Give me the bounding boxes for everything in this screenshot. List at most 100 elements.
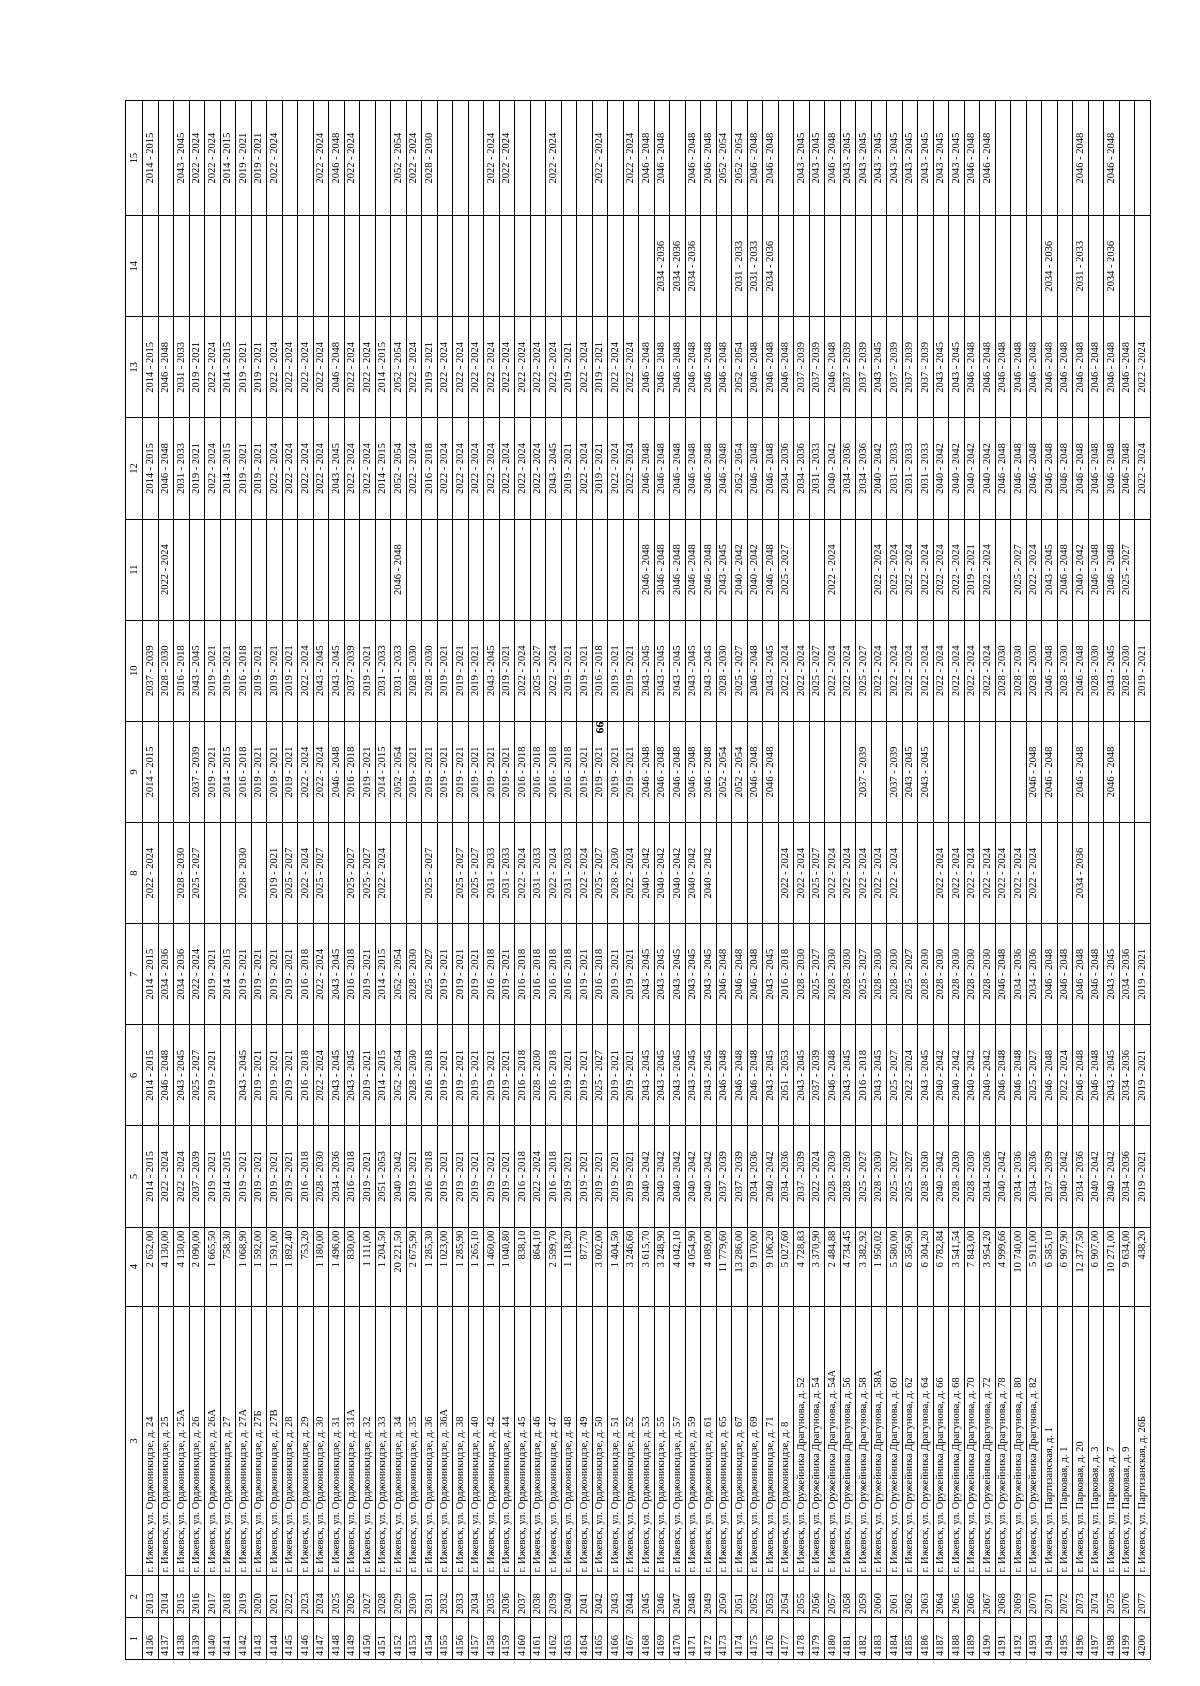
table-cell: 4171 xyxy=(685,1617,701,1660)
table-cell: 2031 - 2033 xyxy=(375,620,391,722)
table-cell xyxy=(1010,721,1026,823)
table-cell: 2019 - 2021 xyxy=(251,1125,267,1228)
table-cell: 2037 - 2039 xyxy=(886,721,902,823)
table-cell: 2014 - 2015 xyxy=(375,1024,391,1126)
table-cell: г. Ижевск, ул. Орджоникидзе, д. 53 xyxy=(638,1306,654,1576)
table-cell: 2041 xyxy=(576,1575,592,1618)
table-cell: 2052 - 2054 xyxy=(731,100,747,216)
table-cell: г. Ижевск, ул. Партизанская, д. 26Б xyxy=(1134,1306,1150,1576)
table-cell: г. Ижевск, ул. Оружейника Драгунова, д. … xyxy=(979,1306,995,1576)
table-cell: 2022 - 2024 xyxy=(545,100,561,216)
table-cell xyxy=(251,519,267,621)
table-cell: 4192 xyxy=(1010,1617,1026,1660)
table-cell: 2043 - 2045 xyxy=(933,100,949,216)
table-cell xyxy=(592,519,608,621)
table-cell: 2014 - 2015 xyxy=(220,417,236,520)
table-cell: 2046 - 2048 xyxy=(716,316,732,418)
table-cell xyxy=(173,519,189,621)
table-cell: 2046 - 2048 xyxy=(995,1024,1011,1126)
table-cell xyxy=(452,215,468,317)
table-cell: г. Ижевск, ул. Орджоникидзе, д. 52 xyxy=(623,1306,639,1576)
table-cell: 2043 - 2045 xyxy=(871,100,887,216)
table-cell: 4184 xyxy=(886,1617,902,1660)
table-cell xyxy=(328,215,344,317)
table-cell: 2046 - 2048 xyxy=(700,316,716,418)
table-cell: 2019 - 2021 xyxy=(452,1024,468,1126)
table-cell: 4 728,83 xyxy=(793,1227,809,1307)
table-cell xyxy=(669,100,685,216)
table-cell: 2060 xyxy=(871,1575,887,1618)
table-cell: 2022 - 2024 xyxy=(158,519,174,621)
table-cell: 2046 - 2048 xyxy=(824,100,840,216)
table-cell: 2043 - 2045 xyxy=(669,1024,685,1126)
table-cell: 2019 - 2021 xyxy=(359,620,375,722)
table-cell: 2028 - 2030 xyxy=(871,923,887,1025)
table-cell: г. Ижевск, ул. Орджоникидзе, д. 71 xyxy=(762,1306,778,1576)
table-cell xyxy=(1134,100,1150,216)
table-cell xyxy=(1134,519,1150,621)
table-cell: 2019 - 2021 xyxy=(452,721,468,823)
table-cell: 2019 - 2021 xyxy=(282,721,298,823)
table-cell: 2019 - 2021 xyxy=(468,923,484,1025)
table-cell: г. Ижевск, ул. Оружейника Драгунова, д. … xyxy=(917,1306,933,1576)
table-cell: 4165 xyxy=(592,1617,608,1660)
table-cell: 2022 - 2024 xyxy=(871,822,887,924)
table-cell: 2019 - 2021 xyxy=(251,721,267,823)
table-cell: 2046 - 2048 xyxy=(638,417,654,520)
table-cell: 2037 - 2039 xyxy=(840,316,856,418)
table-cell: 2022 - 2024 xyxy=(592,100,608,216)
table-cell xyxy=(871,215,887,317)
table-cell: 2052 - 2054 xyxy=(716,100,732,216)
table-cell: 2016 - 2018 xyxy=(235,620,251,722)
table-cell: 4190 xyxy=(979,1617,995,1660)
table-cell: 2046 - 2048 xyxy=(1088,923,1104,1025)
table-cell: 2034 - 2036 xyxy=(669,215,685,317)
table-cell xyxy=(778,100,794,216)
table-cell xyxy=(1026,215,1042,317)
table-cell: 2040 - 2042 xyxy=(979,1024,995,1126)
table-cell xyxy=(778,215,794,317)
table-cell: 2019 - 2021 xyxy=(235,923,251,1025)
table-cell: 2022 - 2024 xyxy=(359,316,375,418)
table-cell: 2022 - 2024 xyxy=(297,417,313,520)
table-cell: 2046 - 2048 xyxy=(1010,316,1026,418)
table-cell: 2016 - 2018 xyxy=(173,620,189,722)
table-cell xyxy=(235,215,251,317)
table-cell: 4150 xyxy=(359,1617,375,1660)
table-cell: 2019 - 2021 xyxy=(561,1024,577,1126)
table-cell: 2019 - 2021 xyxy=(266,1125,282,1228)
table-cell: 2031 - 2033 xyxy=(809,417,825,520)
table-cell: 2040 - 2042 xyxy=(824,417,840,520)
table-cell: 2 652,00 xyxy=(142,1227,158,1307)
table-cell: 2022 - 2024 xyxy=(189,923,205,1025)
table-cell: 2046 - 2048 xyxy=(1057,316,1073,418)
table-cell: 2059 xyxy=(855,1575,871,1618)
table-cell: 2022 - 2024 xyxy=(297,822,313,924)
table-cell: 2030 xyxy=(406,1575,422,1618)
table-cell xyxy=(762,822,778,924)
table-cell xyxy=(995,215,1011,317)
table-cell: 2019 - 2021 xyxy=(468,1024,484,1126)
table-cell: 2022 - 2024 xyxy=(437,316,453,418)
table-cell: 2046 - 2048 xyxy=(1088,1024,1104,1126)
table-cell: 2044 xyxy=(623,1575,639,1618)
table-cell: г. Ижевск, ул. Орджоникидзе, д. 8 xyxy=(778,1306,794,1576)
table-cell: 2014 - 2015 xyxy=(220,316,236,418)
table-cell: 2037 - 2039 xyxy=(142,620,158,722)
table-cell xyxy=(1119,822,1135,924)
table-cell xyxy=(483,519,499,621)
table-cell: 2061 xyxy=(886,1575,902,1618)
table-cell: 2046 - 2048 xyxy=(979,316,995,418)
table-cell: 2022 - 2024 xyxy=(824,822,840,924)
table-cell: 2046 - 2048 xyxy=(638,316,654,418)
table-cell: 2043 - 2045 xyxy=(328,417,344,520)
table-cell: 2022 - 2024 xyxy=(514,822,530,924)
